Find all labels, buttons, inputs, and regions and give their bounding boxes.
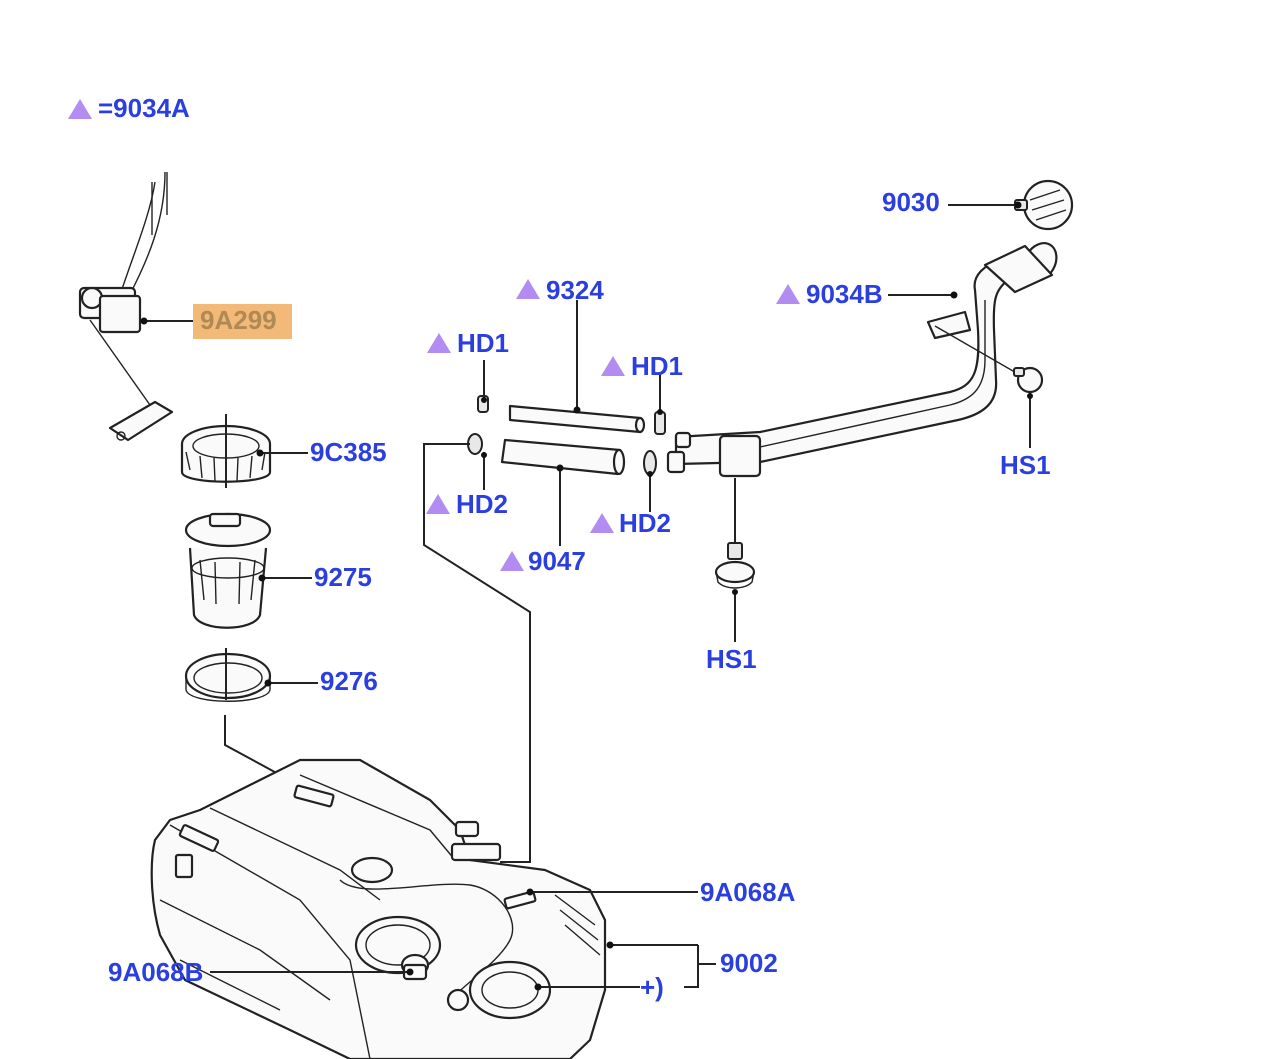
callout-9324[interactable]: 9324 [546, 275, 604, 305]
HD1-right-triangle-icon [601, 356, 625, 376]
HD2-left-triangle-icon [426, 494, 450, 514]
fuel-tank [150, 758, 607, 1059]
pump-seal [184, 652, 272, 702]
callout-9A068B[interactable]: 9A068B [108, 957, 203, 987]
callout-9002[interactable]: 9002 [720, 948, 778, 978]
HD1-left-triangle-icon [427, 333, 451, 353]
legend-text: =9034A [98, 93, 190, 123]
9034B-triangle-icon [776, 284, 800, 304]
callout-9034B[interactable]: 9034B [806, 279, 883, 309]
callout-9276[interactable]: 9276 [320, 666, 378, 696]
bolt-upper [934, 325, 1044, 394]
callout-plus: +) [640, 972, 664, 1002]
legend-triangle-icon [68, 99, 92, 119]
callout-HD2-right[interactable]: HD2 [619, 508, 671, 538]
callout-9A299[interactable]: 9A299 [200, 305, 277, 335]
legend: =9034A [68, 93, 190, 123]
9A299-highlight [193, 304, 292, 339]
HD2-right-triangle-icon [590, 513, 614, 533]
callout-9030[interactable]: 9030 [882, 187, 940, 217]
fuel-pump [184, 512, 272, 629]
callout-9047[interactable]: 9047 [528, 546, 586, 576]
callout-HD1-left[interactable]: HD1 [457, 328, 509, 358]
callout-HD1-right[interactable]: HD1 [631, 351, 683, 381]
bolt-lower [714, 478, 756, 589]
callout-HD2-left[interactable]: HD2 [456, 489, 508, 519]
hoses-and-clamps [467, 395, 666, 476]
callout-9275[interactable]: 9275 [314, 562, 372, 592]
callout-HS1-upper[interactable]: HS1 [1000, 450, 1051, 480]
9324-triangle-icon [516, 279, 540, 299]
fuel-level-sender [78, 171, 174, 442]
callout-9A068A[interactable]: 9A068A [700, 877, 796, 907]
9047-triangle-icon [500, 551, 524, 571]
callout-HS1-lower[interactable]: HS1 [706, 644, 757, 674]
callout-9C385[interactable]: 9C385 [310, 437, 387, 467]
filler-pipe [666, 242, 1058, 478]
fuel-cap [1014, 179, 1074, 231]
